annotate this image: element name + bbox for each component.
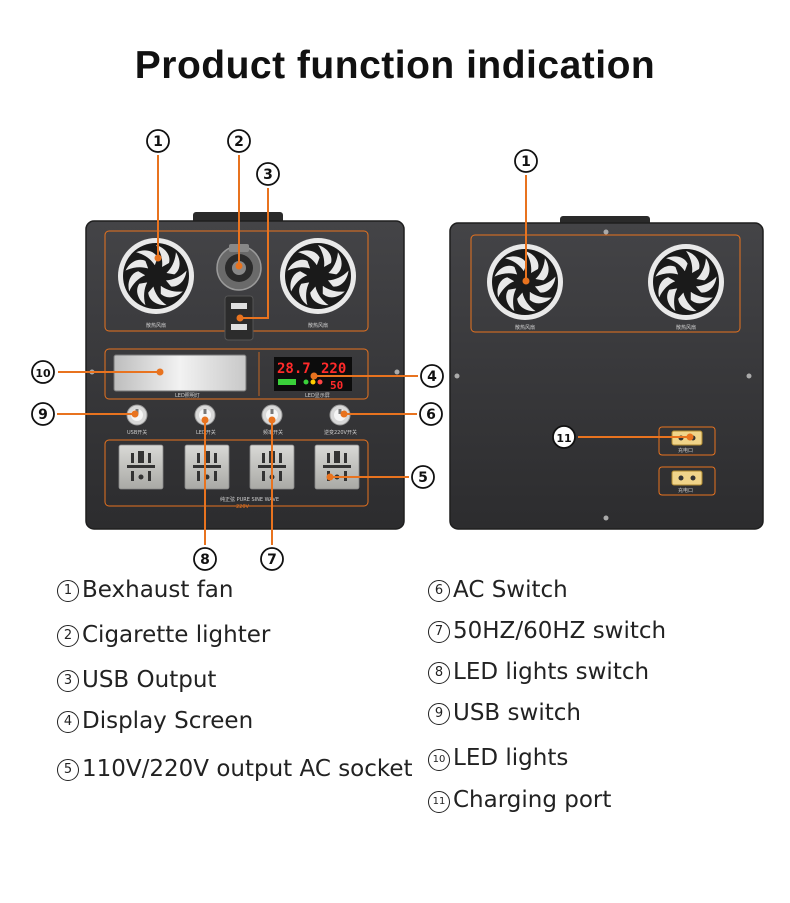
legend-num: 5	[57, 759, 79, 781]
charge-port-2-label: 充电口	[678, 487, 693, 494]
legend-text: Display Screen	[82, 708, 254, 734]
svg-text:8: 8	[200, 552, 210, 568]
callout-5: 5	[411, 465, 435, 489]
fan-right-label: 散热风扇	[308, 322, 328, 329]
svg-text:1: 1	[521, 154, 531, 170]
usb-switch-label: USB开关	[127, 429, 147, 436]
ac-socket-2	[184, 444, 230, 490]
back-fan-left-label: 散热风扇	[515, 324, 535, 331]
legend-num: 4	[57, 711, 79, 733]
led-light-label: LED照明灯	[175, 392, 200, 399]
callout-1-back: 1	[514, 149, 538, 173]
callout-10: 10	[31, 360, 55, 384]
legend-text: 50HZ/60HZ switch	[453, 618, 667, 644]
callout-7: 7	[260, 547, 284, 571]
svg-text:2: 2	[234, 134, 244, 150]
callout-1: 1	[146, 129, 170, 153]
svg-text:4: 4	[427, 369, 437, 385]
back-fan-right	[648, 244, 724, 320]
ac-socket-4	[314, 444, 360, 490]
front-panel: 散热风扇 散热风扇 LED照明灯 28.7 220 50	[85, 212, 405, 530]
legend-num: 7	[428, 621, 450, 643]
display-right-value: 220	[321, 361, 346, 377]
svg-text:5: 5	[418, 470, 428, 486]
fan-left-label: 散热风扇	[146, 322, 166, 329]
legend-text: LED lights	[453, 745, 569, 771]
back-panel: 散热风扇 散热风扇 充电口 充电口	[449, 216, 764, 530]
legend-text: 110V/220V output AC socket	[82, 756, 413, 782]
page-title: Product function indication	[134, 44, 656, 87]
callout-11: 11	[552, 425, 576, 449]
legend-num: 1	[57, 580, 79, 602]
ac-switch-label: 逆变220V开关	[324, 429, 357, 436]
front-fan-right	[280, 238, 356, 314]
legend-num: 10	[428, 749, 450, 771]
legend-text: Charging port	[453, 787, 612, 813]
legend-num: 6	[428, 580, 450, 602]
legend-num: 2	[57, 625, 79, 647]
legend-num: 8	[428, 662, 450, 684]
callout-9: 9	[31, 402, 55, 426]
charge-port-1-label: 充电口	[678, 447, 693, 454]
svg-text:1: 1	[153, 134, 163, 150]
svg-text:6: 6	[426, 407, 436, 423]
svg-text:3: 3	[263, 167, 273, 183]
socket-note: 纯正弦 PURE SINE WAVE	[220, 496, 279, 503]
callout-6: 6	[419, 402, 443, 426]
svg-text:11: 11	[556, 432, 571, 445]
charging-port-2: 充电口	[658, 466, 716, 496]
legend-num: 9	[428, 703, 450, 725]
legend-text: AC Switch	[453, 577, 568, 603]
legend-num: 3	[57, 670, 79, 692]
callout-3: 3	[256, 162, 280, 186]
svg-text:10: 10	[35, 367, 51, 380]
front-fan-left	[118, 238, 194, 314]
charging-port-1: 充电口	[658, 426, 716, 456]
callout-4: 4	[420, 364, 444, 388]
callout-8: 8	[193, 547, 217, 571]
legend-text: Bexhaust fan	[82, 577, 234, 603]
legend-text: USB switch	[453, 700, 581, 726]
display-left-value: 28.7	[277, 361, 311, 377]
svg-text:7: 7	[267, 552, 277, 568]
legend-text: LED lights switch	[453, 659, 650, 685]
socket-voltage: 220V	[236, 504, 250, 510]
callout-lines	[57, 155, 690, 545]
display-freq-value: 50	[330, 379, 343, 392]
legend-text: USB Output	[82, 667, 217, 693]
back-fan-right-label: 散热风扇	[676, 324, 696, 331]
callout-2: 2	[227, 129, 251, 153]
ac-socket-1	[118, 444, 164, 490]
legend-num: 11	[428, 791, 450, 813]
legend-text: Cigarette lighter	[82, 622, 271, 648]
led-display-label: LED显示屏	[305, 393, 330, 399]
hz-switch-label: 频率开关	[263, 429, 283, 436]
callout-dots	[131, 254, 694, 481]
svg-text:9: 9	[38, 407, 48, 423]
